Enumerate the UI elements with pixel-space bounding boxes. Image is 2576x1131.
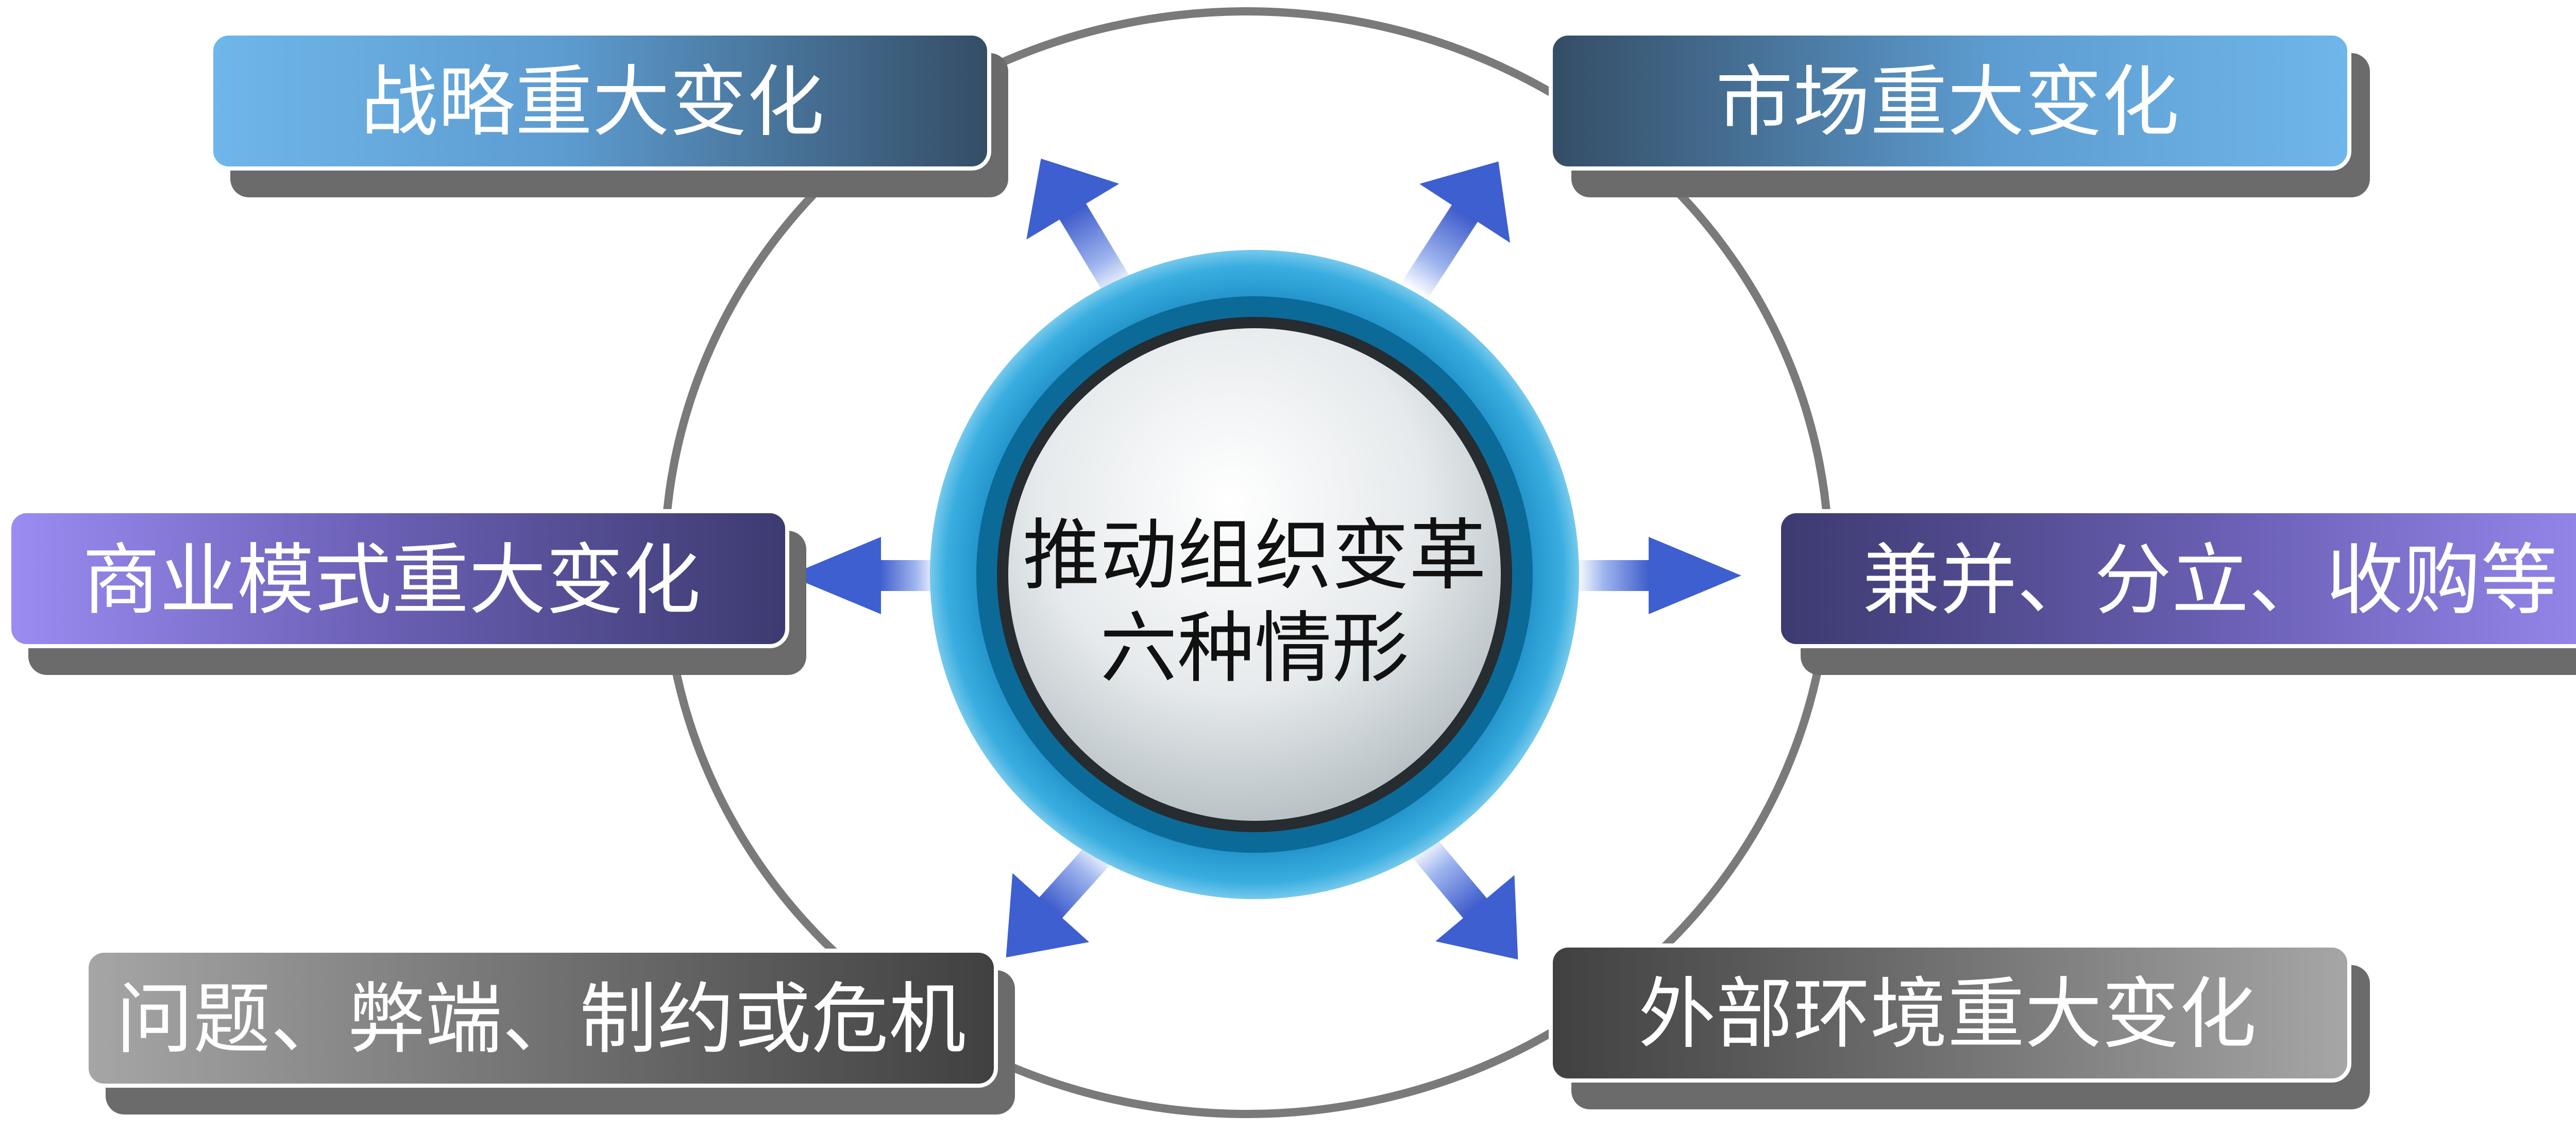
box-mna: 兼并、分立、收购等	[1777, 509, 2576, 675]
arrow-mna	[1577, 537, 1741, 614]
box-external: 外部环境重大变化	[1549, 943, 2370, 1109]
center-title-line1: 推动组织变革	[1023, 511, 1486, 601]
box-business-model: 商业模式重大变化	[7, 509, 806, 675]
box-problems: 问题、弊端、制约或危机	[84, 949, 1015, 1115]
label-market: 市场重大变化	[1716, 58, 2179, 147]
arrow-strategy	[1026, 158, 1134, 299]
label-strategy: 战略重大变化	[361, 58, 824, 147]
center-hub: 推动组织变革 六种情形	[930, 250, 1579, 899]
box-strategy: 战略重大变化	[209, 31, 1008, 197]
label-business-model: 商业模式重大变化	[82, 536, 701, 626]
box-market: 市场重大变化	[1549, 31, 2370, 197]
arrow-business-model	[788, 537, 938, 614]
center-title-line2: 六种情形	[1100, 604, 1409, 694]
arrow-market	[1401, 161, 1511, 300]
label-problems: 问题、弊端、制约或危机	[116, 975, 966, 1065]
label-external: 外部环境重大变化	[1638, 970, 2257, 1059]
label-mna: 兼并、分立、收购等	[1862, 536, 2558, 626]
arrow-problems	[1006, 839, 1114, 958]
arrow-external	[1410, 835, 1518, 960]
